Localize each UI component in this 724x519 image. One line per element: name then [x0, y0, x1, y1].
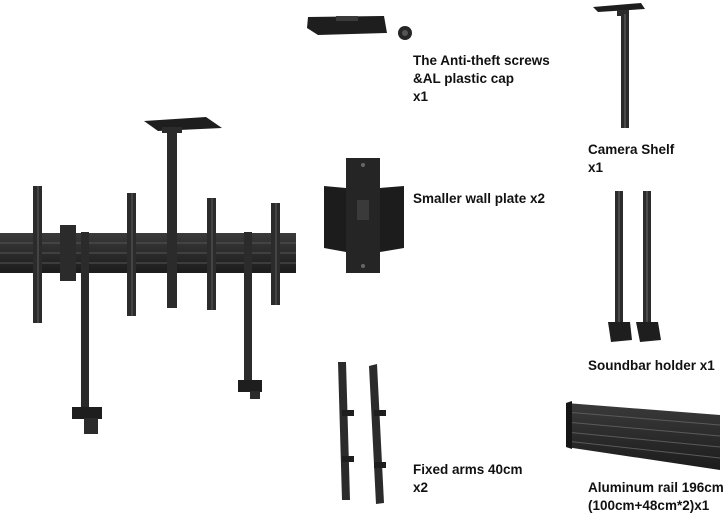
anti-theft-screws-line1: The Anti-theft screws [413, 53, 550, 68]
aluminum-rail-line2: (100cm+48cm*2)x1 [588, 498, 710, 513]
anti-theft-screws-line2: &AL plastic cap [413, 71, 515, 86]
assembled-mount-icon [0, 117, 296, 434]
screw-and-cap-icon [307, 16, 412, 40]
anti-theft-screws-qty: x1 [413, 89, 429, 104]
smaller-wall-plate-line1: Smaller wall plate x2 [413, 191, 546, 206]
smaller-wall-plate-label: Smaller wall plate x2 [413, 190, 545, 208]
soundbar-holder-icon [608, 191, 661, 342]
soundbar-holder-label: Soundbar holder x1 [588, 357, 715, 375]
aluminum-rail-icon [565, 401, 721, 470]
wall-plate-icon [324, 158, 404, 273]
aluminum-rail-line1: Aluminum rail 196cm [588, 480, 724, 495]
camera-shelf-qty: x1 [588, 160, 604, 175]
camera-shelf-label: Camera Shelf x1 [588, 141, 674, 177]
camera-shelf-line1: Camera Shelf [588, 142, 675, 157]
soundbar-holder-line1: Soundbar holder x1 [588, 358, 715, 373]
fixed-arms-qty: x2 [413, 480, 429, 495]
fixed-arms-line1: Fixed arms 40cm [413, 462, 523, 477]
anti-theft-screws-label: The Anti-theft screws &AL plastic cap x1 [413, 52, 550, 106]
aluminum-rail-label: Aluminum rail 196cm (100cm+48cm*2)x1 [588, 479, 724, 515]
camera-shelf-icon [593, 3, 645, 128]
fixed-arms-icon [338, 362, 386, 504]
fixed-arms-label: Fixed arms 40cm x2 [413, 461, 523, 497]
